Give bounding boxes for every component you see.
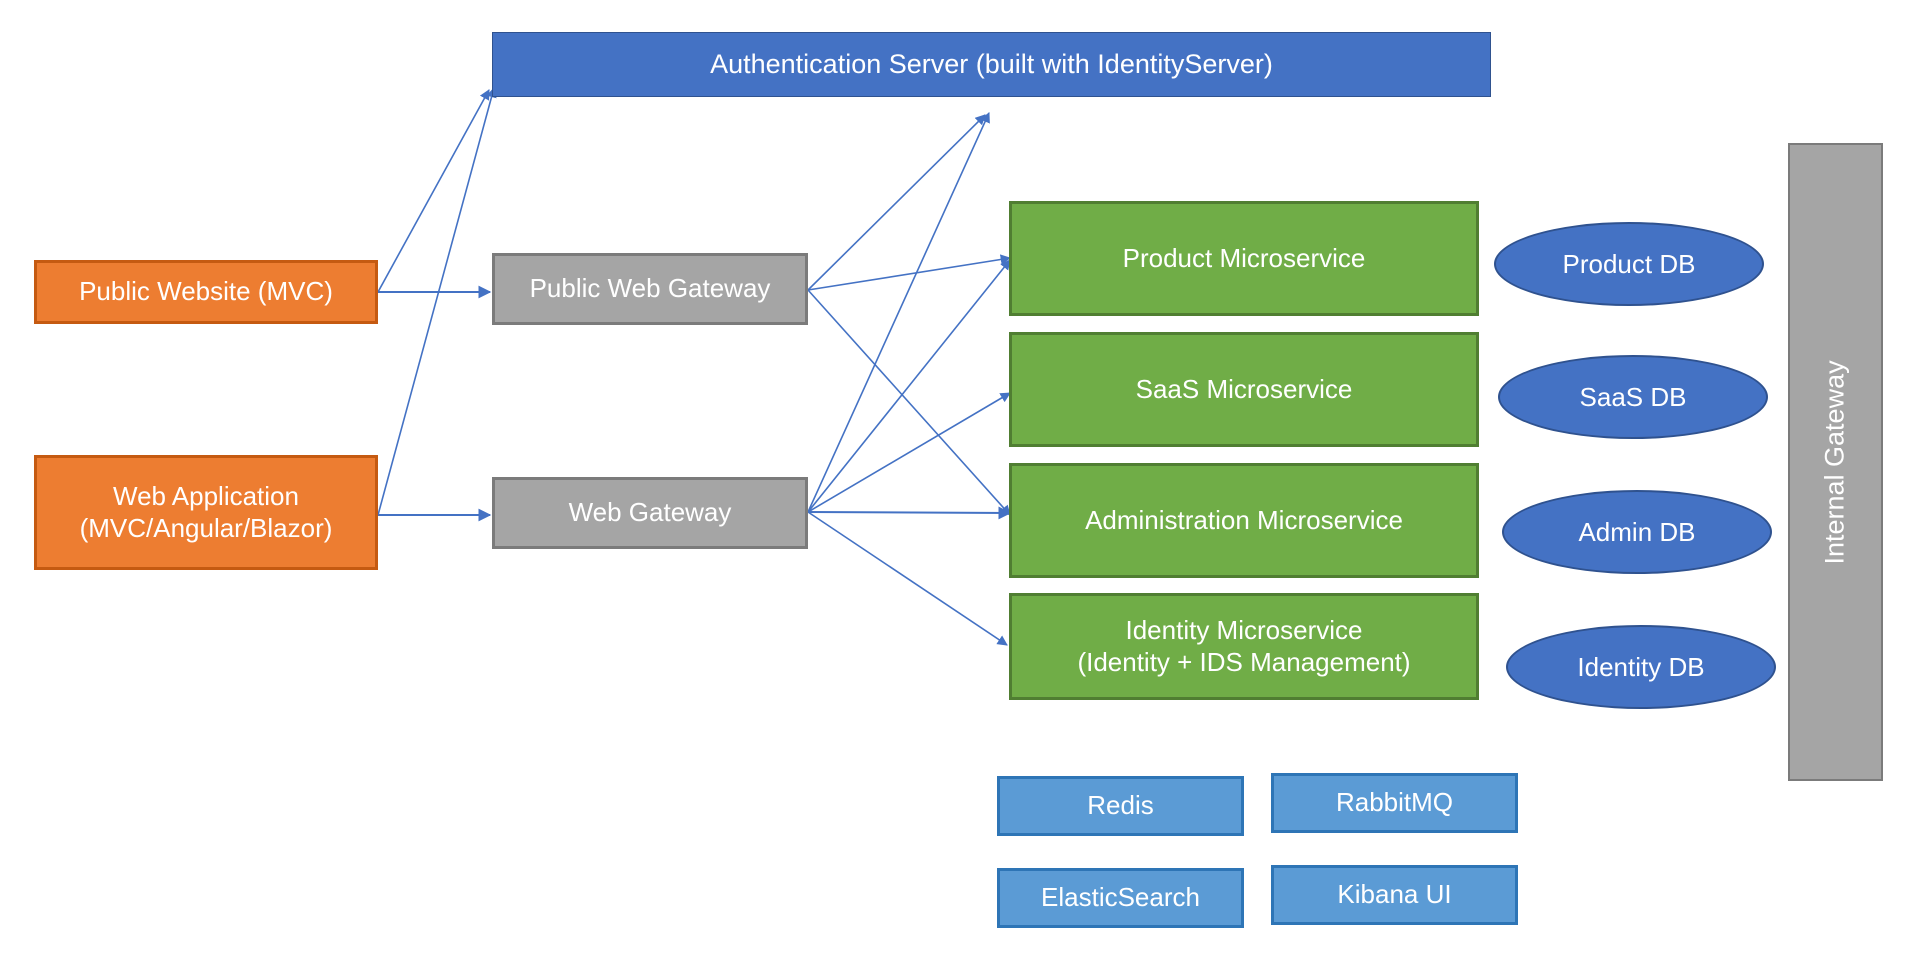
- node-public-web-gateway[interactable]: Public Web Gateway: [492, 253, 808, 325]
- arrow-web-gateway-to-identity-microservice: [807, 511, 1008, 646]
- node-redis[interactable]: Redis: [997, 776, 1244, 836]
- arrow-web-gateway-to-administration-microservice: [807, 506, 1012, 520]
- node-public-web-gateway-label: Public Web Gateway: [529, 273, 771, 304]
- node-saas-db[interactable]: SaaS DB: [1498, 355, 1768, 439]
- node-internal-gateway-label: Internal Gateway: [1820, 359, 1851, 565]
- node-admin-db-label: Admin DB: [1578, 516, 1696, 547]
- node-public-website-label: Public Website (MVC): [79, 276, 333, 307]
- node-admin-db[interactable]: Admin DB: [1502, 490, 1772, 574]
- node-saas-microservice-label: SaaS Microservice: [1135, 373, 1353, 404]
- node-authentication-server-label: Authentication Server (built with Identi…: [710, 49, 1273, 80]
- node-saas-microservice[interactable]: SaaS Microservice: [1009, 332, 1479, 447]
- node-kibana-ui-label: Kibana UI: [1337, 879, 1452, 910]
- node-administration-microservice[interactable]: Administration Microservice: [1009, 463, 1479, 578]
- arrow-public-web-gateway-to-product-microservice: [807, 254, 1012, 291]
- node-product-microservice[interactable]: Product Microservice: [1009, 201, 1479, 316]
- node-public-website[interactable]: Public Website (MVC): [34, 260, 378, 324]
- arrow-public-website-to-auth-server: [377, 89, 490, 293]
- arrow-web-gateway-to-saas-microservice: [807, 392, 1011, 513]
- node-kibana-ui[interactable]: Kibana UI: [1271, 865, 1518, 925]
- node-web-gateway-label: Web Gateway: [568, 497, 732, 528]
- node-product-microservice-label: Product Microservice: [1122, 242, 1366, 273]
- arrow-web-gateway-to-auth-server: [807, 112, 990, 513]
- node-identity-db[interactable]: Identity DB: [1506, 625, 1776, 709]
- node-redis-label: Redis: [1087, 790, 1154, 821]
- node-administration-microservice-label: Administration Microservice: [1085, 504, 1403, 535]
- node-internal-gateway[interactable]: Internal Gateway: [1788, 143, 1883, 781]
- arrow-web-application-to-auth-server: [377, 86, 497, 516]
- arrow-public-web-gateway-to-auth-server: [807, 114, 986, 291]
- node-web-application[interactable]: Web Application (MVC/Angular/Blazor): [34, 455, 378, 570]
- node-rabbitmq[interactable]: RabbitMQ: [1271, 773, 1518, 833]
- node-elasticsearch[interactable]: ElasticSearch: [997, 868, 1244, 928]
- node-product-db-label: Product DB: [1562, 248, 1696, 279]
- arrow-web-gateway-to-product-microservice: [807, 259, 1011, 513]
- arrow-public-web-gateway-to-administration-microservice: [807, 289, 1011, 516]
- node-authentication-server[interactable]: Authentication Server (built with Identi…: [492, 32, 1491, 97]
- node-identity-microservice-label: Identity Microservice (Identity + IDS Ma…: [1077, 614, 1411, 677]
- node-saas-db-label: SaaS DB: [1579, 381, 1687, 412]
- node-rabbitmq-label: RabbitMQ: [1335, 787, 1454, 818]
- node-identity-db-label: Identity DB: [1577, 651, 1705, 682]
- node-web-gateway[interactable]: Web Gateway: [492, 477, 808, 549]
- node-identity-microservice[interactable]: Identity Microservice (Identity + IDS Ma…: [1009, 593, 1479, 700]
- node-product-db[interactable]: Product DB: [1494, 222, 1764, 306]
- node-web-application-label: Web Application (MVC/Angular/Blazor): [79, 480, 333, 543]
- node-elasticsearch-label: ElasticSearch: [1041, 882, 1200, 913]
